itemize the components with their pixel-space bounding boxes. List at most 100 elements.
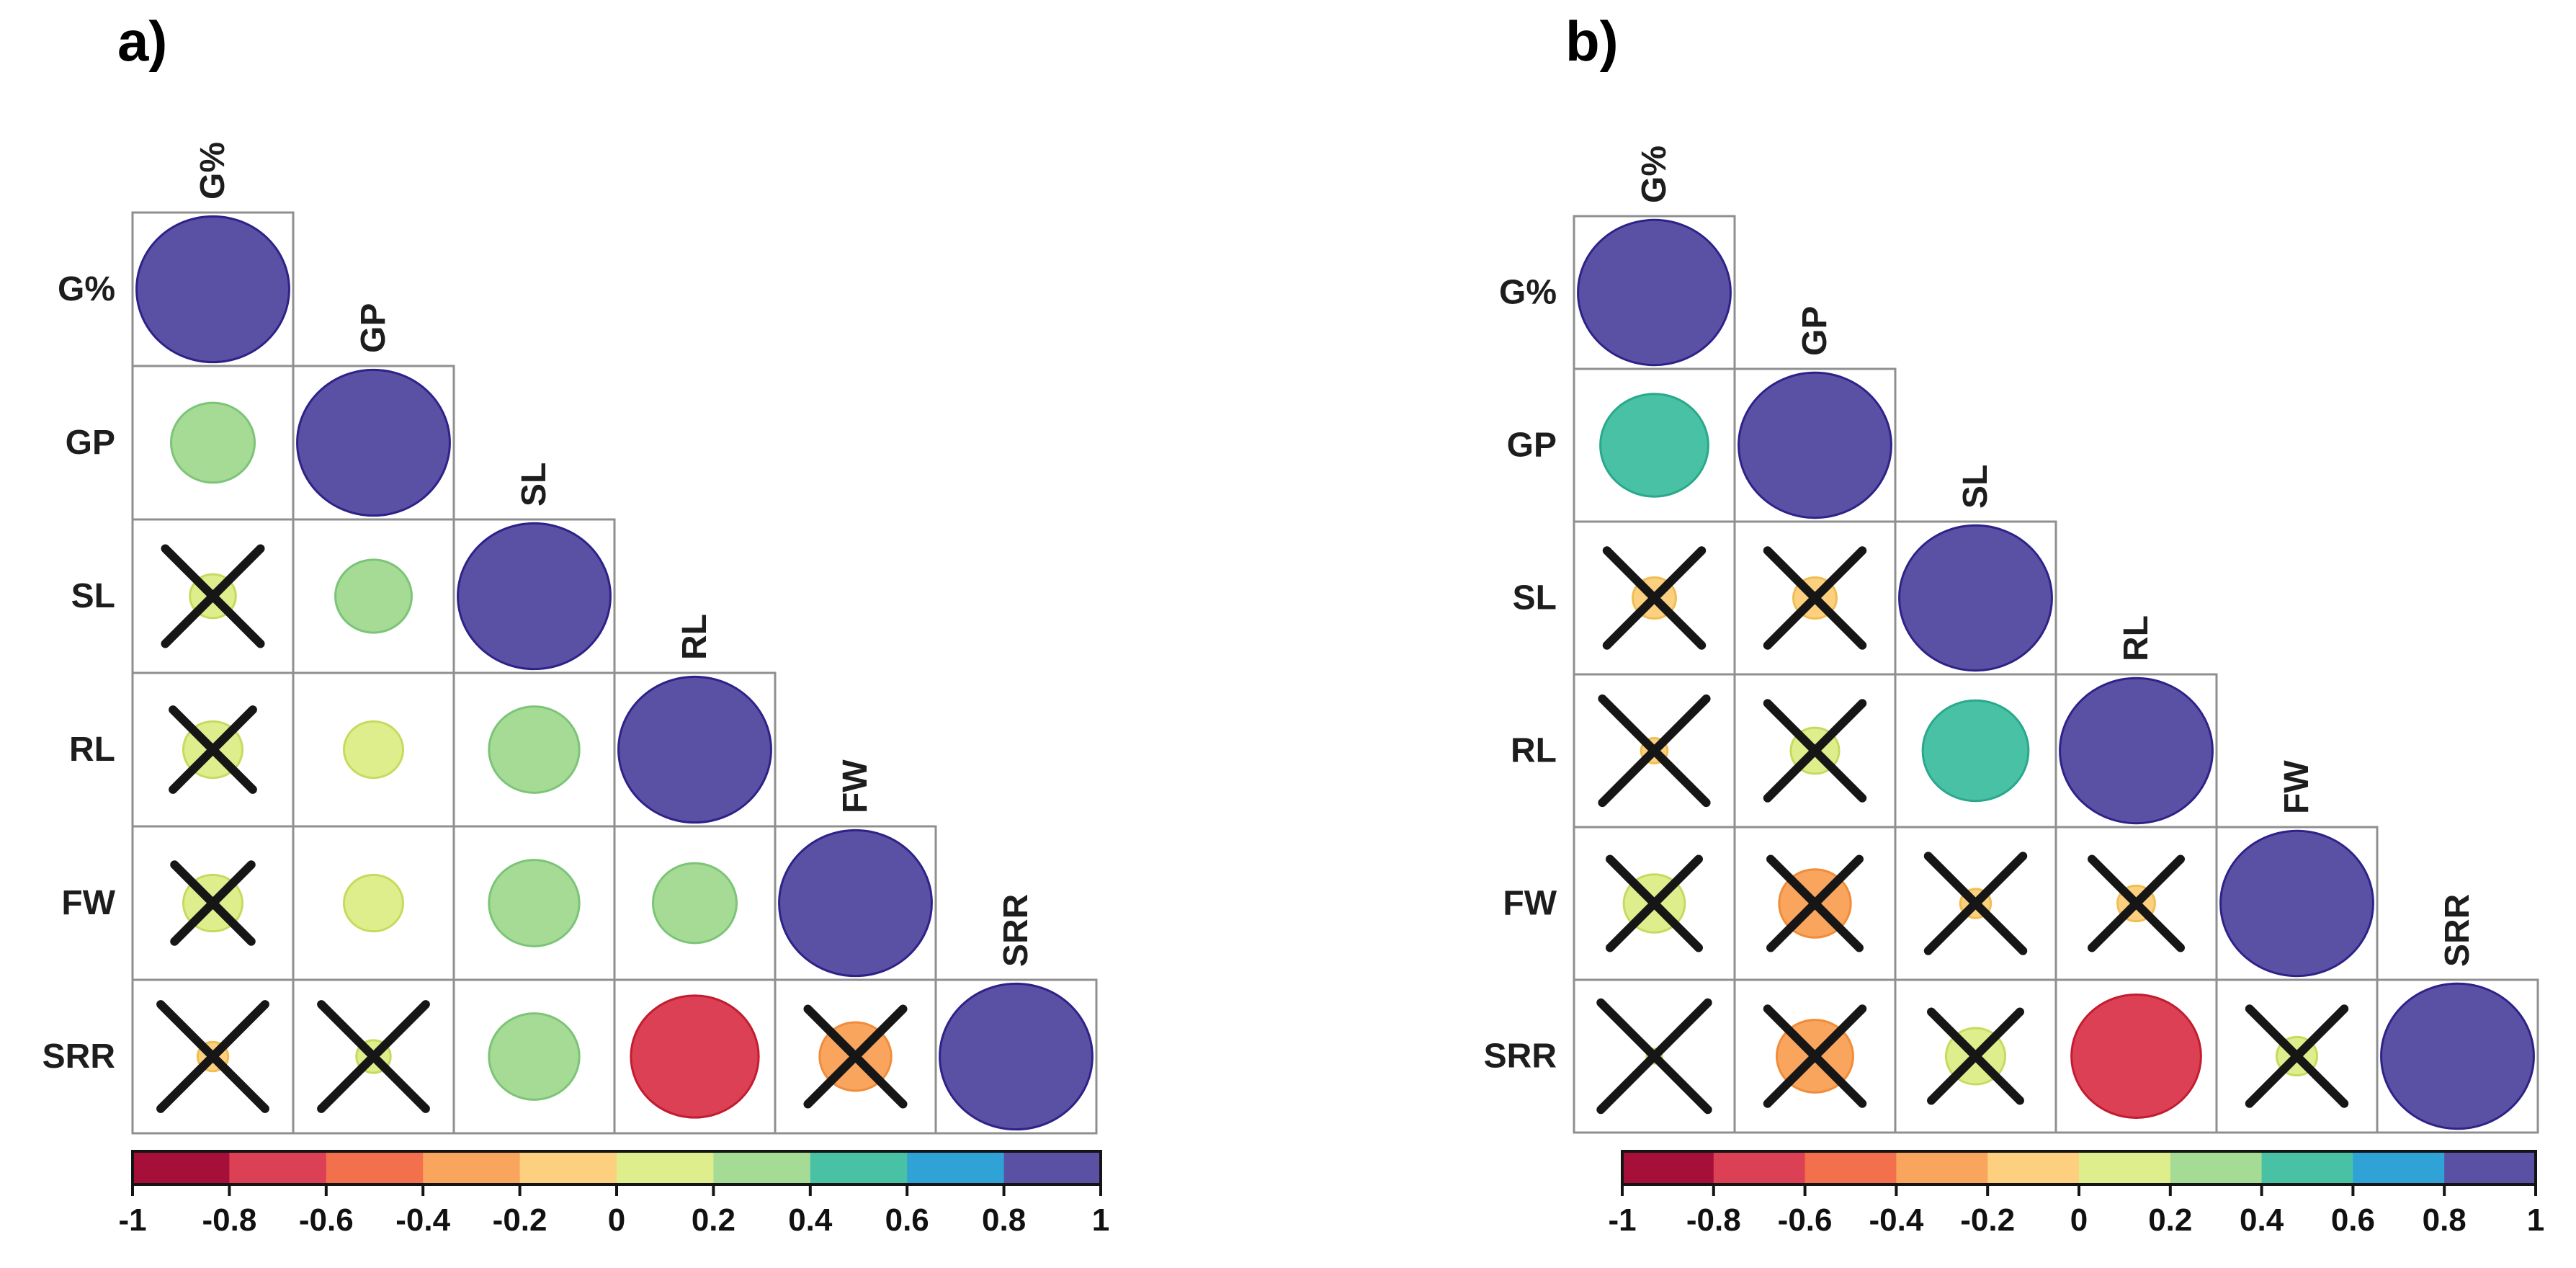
not-significant-x-icon-RL-G% xyxy=(1598,694,1711,808)
colorbar-segment xyxy=(2444,1151,2536,1184)
corr-circle-FW-RL xyxy=(651,862,738,945)
not-significant-x-icon-FW-RL xyxy=(2088,854,2185,952)
row-label-G%: G% xyxy=(1499,274,1557,312)
corr-circle-SRR-RL xyxy=(2070,994,2202,1119)
not-significant-x-icon-SRR-SL xyxy=(1927,1007,2024,1105)
colorbar-segment xyxy=(133,1151,231,1184)
colorbar-tick-label: -0.4 xyxy=(395,1202,450,1238)
corr-circle-G%-G% xyxy=(1577,218,1732,367)
colorbar-segment xyxy=(519,1151,617,1184)
colorbar-segment xyxy=(2170,1151,2263,1184)
colorbar-segment xyxy=(1003,1151,1101,1184)
colorbar-tick-label: 0.4 xyxy=(2240,1202,2284,1238)
colorbar-tick-label: 0.2 xyxy=(692,1202,735,1238)
corr-circle-G%-G% xyxy=(135,215,290,364)
row-label-GP: GP xyxy=(66,424,115,462)
corr-circle-RL-SL xyxy=(1921,699,2030,803)
not-significant-x-icon-SRR-G% xyxy=(1596,998,1712,1115)
not-significant-x-icon-FW-G% xyxy=(170,860,256,946)
not-significant-x-icon-SRR-GP xyxy=(1763,1004,1867,1108)
row-label-GP: GP xyxy=(1507,427,1557,465)
matrix-cell-FW-SL xyxy=(1894,826,2057,981)
colorbar-tick-label: 0.8 xyxy=(982,1202,1026,1238)
corr-circle-GP-G% xyxy=(169,401,256,484)
colorbar-segment xyxy=(810,1151,908,1184)
corr-circle-RL-RL xyxy=(2059,677,2214,825)
col-label-RL: RL xyxy=(2117,615,2155,661)
row-label-RL: RL xyxy=(1511,732,1557,770)
not-significant-x-icon-FW-G% xyxy=(1606,854,1703,952)
not-significant-x-icon-RL-G% xyxy=(169,705,257,794)
corr-circle-SL-SL xyxy=(457,522,612,671)
colorbar-segment xyxy=(617,1151,715,1184)
col-label-SRR: SRR xyxy=(997,894,1035,967)
not-significant-x-icon-RL-GP xyxy=(1763,699,1867,803)
colorbar-tick-label: 0.6 xyxy=(885,1202,929,1238)
corr-circle-SL-SL xyxy=(1898,524,2053,672)
corr-circle-FW-SL xyxy=(488,859,581,947)
colorbar-segment xyxy=(1896,1151,1989,1184)
colorbar-tick-label: 0.6 xyxy=(2331,1202,2375,1238)
colorbar-tick-label: -0.4 xyxy=(1869,1202,1923,1238)
colorbar-segment xyxy=(2079,1151,2171,1184)
col-label-SRR: SRR xyxy=(2438,894,2477,967)
col-label-SL: SL xyxy=(515,463,553,506)
colorbar-segment xyxy=(2353,1151,2446,1184)
corr-circle-FW-FW xyxy=(778,829,933,978)
not-significant-x-icon-FW-GP xyxy=(1766,854,1864,952)
col-label-SL: SL xyxy=(1956,465,1995,509)
not-significant-x-icon-SRR-FW xyxy=(803,1004,908,1109)
colorbar-segment xyxy=(423,1151,521,1184)
panel-b: G%G%GPGPSLSLRLRLFWFWSRRSRR-1-0.8-0.6-0.4… xyxy=(1484,146,2545,1238)
row-label-SL: SL xyxy=(1513,579,1557,617)
colorbar-tick-label: 0.2 xyxy=(2148,1202,2192,1238)
row-label-SRR: SRR xyxy=(43,1037,115,1076)
corr-circle-RL-GP xyxy=(342,720,405,780)
colorbar-tick-label: 0.8 xyxy=(2423,1202,2467,1238)
row-label-RL: RL xyxy=(69,731,115,769)
col-label-G%: G% xyxy=(194,142,232,200)
corr-circle-SRR-SRR xyxy=(2380,982,2535,1130)
colorbar-segment xyxy=(1713,1151,1806,1184)
corr-circle-FW-GP xyxy=(342,873,405,933)
colorbar-segment xyxy=(229,1151,327,1184)
col-label-FW: FW xyxy=(2278,760,2316,814)
col-label-G%: G% xyxy=(1635,146,1673,203)
not-significant-x-icon-SL-G% xyxy=(1602,546,1707,650)
corr-circle-GP-G% xyxy=(1599,393,1709,498)
corr-circle-SL-GP xyxy=(334,558,413,634)
col-label-GP: GP xyxy=(1796,306,1834,356)
not-significant-x-icon-SRR-G% xyxy=(156,1000,269,1113)
colorbar-segment xyxy=(2261,1151,2354,1184)
corr-circle-GP-GP xyxy=(1738,371,1892,519)
row-label-G%: G% xyxy=(58,270,115,308)
colorbar-tick-label: 1 xyxy=(1092,1202,1109,1238)
col-label-RL: RL xyxy=(676,614,714,660)
not-significant-x-icon-SL-GP xyxy=(1763,546,1867,650)
corr-circle-RL-SL xyxy=(488,705,581,794)
row-label-FW: FW xyxy=(1503,885,1557,923)
colorbar-tick-label: -0.2 xyxy=(493,1202,547,1238)
row-label-FW: FW xyxy=(61,884,115,922)
colorbar-tick-label: -1 xyxy=(118,1202,146,1238)
corr-circle-SRR-SRR xyxy=(939,982,1094,1131)
colorbar-segment xyxy=(907,1151,1005,1184)
panel-a: G%G%GPGPSLSLRLRLFWFWSRRSRR-1-0.8-0.6-0.4… xyxy=(43,142,1110,1238)
colorbar-segment xyxy=(713,1151,811,1184)
corr-circle-SRR-RL xyxy=(630,994,760,1119)
colorbar-tick-label: 0.4 xyxy=(788,1202,833,1238)
col-label-FW: FW xyxy=(836,759,875,813)
panel-b-title: b) xyxy=(1565,9,1619,73)
panel-a-title: a) xyxy=(117,9,168,73)
not-significant-x-icon-FW-SL xyxy=(1923,852,2028,955)
corr-circle-GP-GP xyxy=(296,368,451,517)
not-significant-x-icon-SRR-GP xyxy=(317,1000,430,1113)
corr-circle-SRR-SL xyxy=(488,1012,581,1101)
col-label-GP: GP xyxy=(354,303,393,353)
corr-circle-FW-FW xyxy=(2219,829,2374,978)
not-significant-x-icon-SRR-FW xyxy=(2245,1004,2349,1108)
